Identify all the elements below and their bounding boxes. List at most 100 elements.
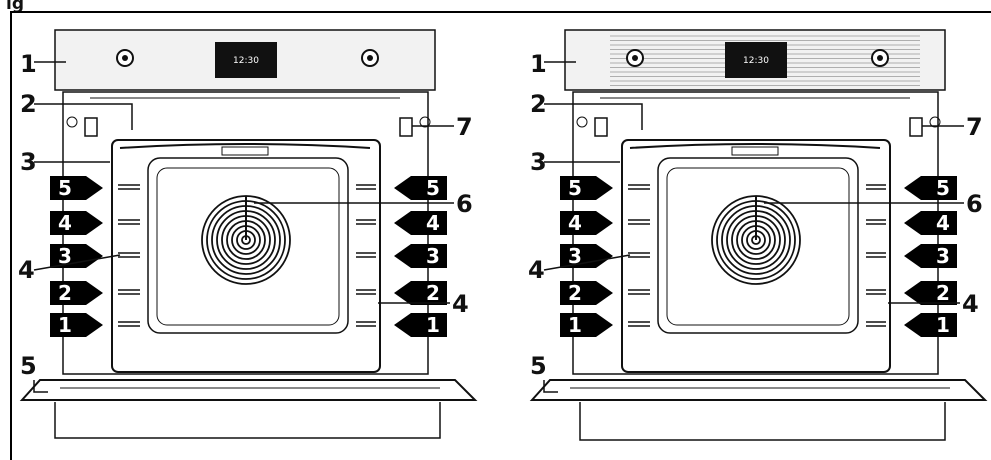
right-screw [929,116,941,128]
left-knob-center [122,55,128,61]
callout-lamp: 3 [20,148,37,176]
shelf-level-left-3: 3 [568,244,582,268]
shelf-level-left-4: 4 [568,211,582,235]
shelf-level-right-2: 2 [936,281,950,305]
left-latch [594,117,608,137]
shelf-marker-left-5 [560,176,613,200]
callout-shelf-support-right: 4 [452,290,469,318]
shelf-level-left-3: 3 [58,244,72,268]
callout-shelf-support-left: 4 [528,256,545,284]
clock-display [215,42,277,78]
clock-display [725,42,787,78]
oven-cavity [111,139,381,373]
figure-frame [10,11,991,460]
fan-cover [711,195,801,285]
back-panel-inner [666,167,850,326]
shelf-marker-left-4 [50,211,103,235]
shelf-level-right-3: 3 [426,244,440,268]
left-latch [84,117,98,137]
callout-heating-element-line [544,103,643,130]
right-knob-center [877,55,883,61]
callout-control-panel: 1 [20,50,37,78]
shelf-level-left-2: 2 [58,281,72,305]
back-panel [657,157,859,334]
shelf-marker-right-2 [394,281,447,305]
door-lower-part [579,402,946,441]
callout-cooling-fan: 7 [456,113,473,141]
shelf-marker-left-2 [50,281,103,305]
callout-fan: 6 [456,190,473,218]
left-screw [576,116,588,128]
callout-shelf-support-left-line [33,254,121,271]
oven-door [529,379,988,401]
clock-text: 12:30 [233,56,259,66]
shelf-marker-left-1 [560,313,613,337]
lamp-housing [731,146,779,156]
oven-cavity [621,139,891,373]
shelf-marker-left-2 [560,281,613,305]
callout-heating-element: 2 [530,90,547,118]
shelf-level-right-4: 4 [426,211,440,235]
shelf-level-right-3: 3 [936,244,950,268]
shelf-level-right-5: 5 [426,176,440,200]
heating-element [629,143,881,149]
callout-fan: 6 [966,190,983,218]
shelf-level-right-1: 1 [426,313,440,337]
cooling-fan-vent [399,117,413,137]
callout-shelf-support-right: 4 [962,290,979,318]
shelf-marker-left-4 [560,211,613,235]
shelf-marker-left-1 [50,313,103,337]
door-lower-part [54,402,441,439]
shelf-level-left-2: 2 [568,281,582,305]
back-panel [147,157,349,334]
shelf-marker-right-5 [904,176,957,200]
callout-shelf-support-left: 4 [18,256,35,284]
shelf-level-right-2: 2 [426,281,440,305]
shelf-marker-right-4 [394,211,447,235]
callout-heating-element-line [34,103,133,130]
callout-door: 5 [530,352,547,380]
shelf-level-left-4: 4 [58,211,72,235]
shelf-marker-right-3 [394,244,447,268]
shelf-marker-right-2 [904,281,957,305]
shelf-level-left-5: 5 [568,176,582,200]
shelf-level-left-5: 5 [58,176,72,200]
page-title: ig [6,0,24,14]
cooling-fan-vent [909,117,923,137]
shelf-level-right-5: 5 [936,176,950,200]
fan-cover [201,195,291,285]
callout-door-line [33,380,48,393]
shelf-marker-left-3 [560,244,613,268]
callout-door: 5 [20,352,37,380]
shelf-marker-left-5 [50,176,103,200]
callout-heating-element: 2 [20,90,37,118]
shelf-marker-right-1 [904,313,957,337]
callout-shelf-support-left-line [543,254,631,271]
shelf-level-right-4: 4 [936,211,950,235]
shelf-level-right-1: 1 [936,313,950,337]
shelf-marker-left-3 [50,244,103,268]
shelf-marker-right-3 [904,244,957,268]
shelf-level-left-1: 1 [58,313,72,337]
right-screw [419,116,431,128]
right-knob-center [367,55,373,61]
callout-cooling-fan: 7 [966,113,983,141]
lamp-housing [221,146,269,156]
shelf-marker-right-5 [394,176,447,200]
oven-door [19,379,478,401]
callout-lamp: 3 [530,148,547,176]
callout-door-line [543,380,558,393]
left-knob-center [632,55,638,61]
heating-element [119,143,371,149]
shelf-marker-right-1 [394,313,447,337]
back-panel-inner [156,167,340,326]
callout-control-panel: 1 [530,50,547,78]
shelf-level-left-1: 1 [568,313,582,337]
clock-text: 12:30 [743,56,769,66]
shelf-marker-right-4 [904,211,957,235]
left-screw [66,116,78,128]
